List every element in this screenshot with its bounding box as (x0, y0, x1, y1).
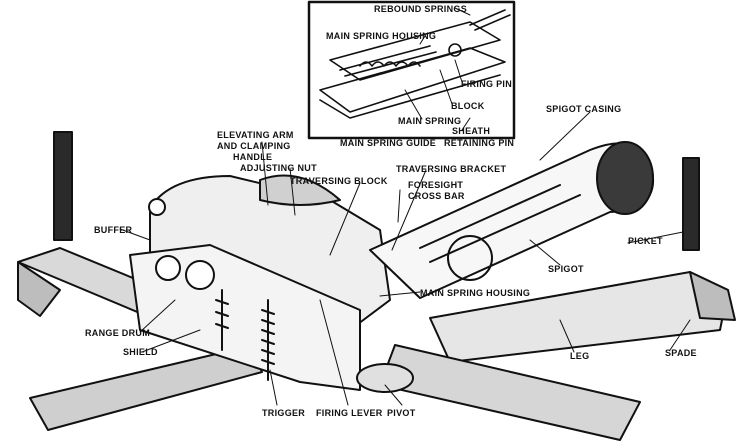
inset-mechanism (319, 9, 511, 119)
right-picket (682, 157, 700, 251)
label-sheath: SHEATH (452, 126, 491, 136)
label-main-spring: MAIN SPRING (398, 116, 462, 126)
label-main-spring-housing: MAIN SPRING HOUSING (420, 288, 531, 298)
label-leg: LEG (570, 351, 590, 361)
label-range-drum: RANGE DRUM (85, 328, 150, 338)
label-trigger: TRIGGER (262, 408, 306, 418)
buffer-icon (148, 198, 166, 216)
label-adjusting-nut: ADJUSTING NUT (240, 163, 317, 173)
label-block: BLOCK (451, 101, 485, 111)
label-spigot: SPIGOT (548, 264, 584, 274)
inset-frame (307, 0, 516, 140)
label-shield: SHIELD (123, 347, 158, 357)
label-retaining-pin: RETAINING PIN (444, 138, 515, 148)
label-handle: HANDLE (233, 152, 273, 162)
leg-front-left (29, 345, 263, 431)
label-spade: SPADE (665, 348, 697, 358)
label-firing-pin: FIRING PIN (461, 79, 513, 89)
label-elevating-arm: ELEVATING ARM (217, 130, 294, 140)
spigot-wheel (447, 235, 493, 281)
label-spigot-casing: SPIGOT CASING (546, 104, 622, 114)
range-drum (155, 255, 181, 281)
label-main-spring-guide: MAIN SPRING GUIDE (340, 138, 437, 148)
label-traversing-block: TRAVERSING BLOCK (290, 176, 388, 186)
label-main-spring-housing-inset: MAIN SPRING HOUSING (326, 31, 437, 41)
left-picket (53, 131, 73, 241)
leg-front-right (379, 344, 641, 441)
label-rebound-springs: REBOUND SPRINGS (374, 4, 468, 14)
label-foresight: FORESIGHT (408, 180, 464, 190)
label-picket: PICKET (628, 236, 663, 246)
label-and-clamping: AND CLAMPING (217, 141, 291, 151)
label-buffer: BUFFER (94, 225, 133, 235)
casing-end (596, 141, 654, 215)
label-traversing-bracket: TRAVERSING BRACKET (396, 164, 507, 174)
label-pivot: PIVOT (387, 408, 416, 418)
label-cross-bar: CROSS BAR (408, 191, 465, 201)
pivot-base (356, 363, 414, 393)
trigger-spring (261, 299, 275, 381)
label-firing-lever: FIRING LEVER (316, 408, 383, 418)
